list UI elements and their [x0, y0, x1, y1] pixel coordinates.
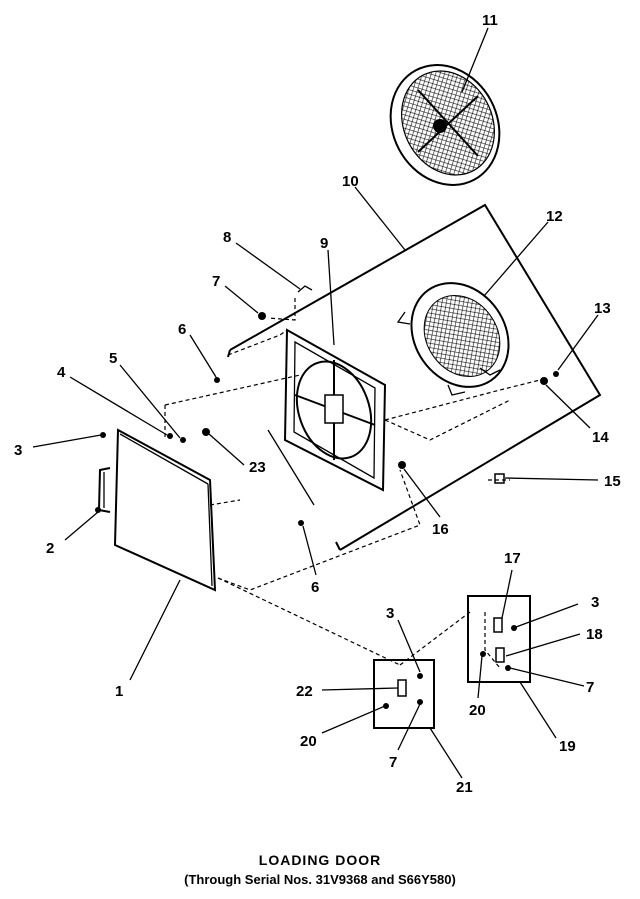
hinge-plate-left	[373, 659, 435, 729]
callout-4: 4	[57, 364, 66, 381]
callout-2: 2	[46, 540, 54, 557]
callout-3: 3	[14, 442, 22, 459]
callout-11: 11	[482, 12, 498, 29]
callout-18: 18	[586, 626, 603, 643]
callout-7-right: 7	[586, 679, 594, 696]
callout-13: 13	[594, 300, 611, 317]
callout-19: 19	[559, 738, 576, 755]
callout-17: 17	[504, 550, 521, 567]
callout-12: 12	[546, 208, 563, 225]
callout-3-right: 3	[591, 594, 599, 611]
door-frame	[283, 328, 387, 492]
callout-9: 9	[320, 235, 328, 252]
callout-16: 16	[432, 521, 449, 538]
filter-screen	[389, 64, 501, 186]
callout-21: 21	[456, 779, 473, 796]
callout-14: 14	[592, 429, 609, 446]
callout-20-left: 20	[300, 733, 317, 750]
callout-22: 22	[296, 683, 313, 700]
door-seal-outline	[227, 203, 602, 551]
diagram-title: LOADING DOOR	[258, 852, 382, 868]
callout-23: 23	[249, 459, 266, 476]
door-inner-ring	[396, 282, 510, 396]
callout-10: 10	[342, 173, 359, 190]
callout-8: 8	[223, 229, 231, 246]
diagram-subtitle: (Through Serial Nos. 31V9368 and S66Y580…	[184, 872, 456, 887]
callout-7-upper: 7	[212, 273, 220, 290]
callout-20-right: 20	[469, 702, 486, 719]
callout-labels: 1 2 3 4 5 6 7 8 9 10 11 12 13 14 15 16 2…	[14, 12, 621, 796]
callout-5: 5	[109, 350, 117, 367]
callout-15: 15	[604, 473, 621, 490]
callout-1: 1	[115, 683, 123, 700]
callout-6-lower: 6	[311, 579, 319, 596]
callout-6-upper: 6	[178, 321, 186, 338]
callout-3-middle: 3	[386, 605, 394, 622]
assembly-dashed-lines	[164, 298, 541, 669]
door-panel	[113, 428, 217, 592]
hardware-fasteners	[95, 285, 559, 526]
door-handle	[97, 467, 111, 513]
hinge-plate-right	[467, 595, 531, 683]
callout-7-lower: 7	[389, 754, 397, 771]
callout-leaders	[32, 27, 599, 779]
